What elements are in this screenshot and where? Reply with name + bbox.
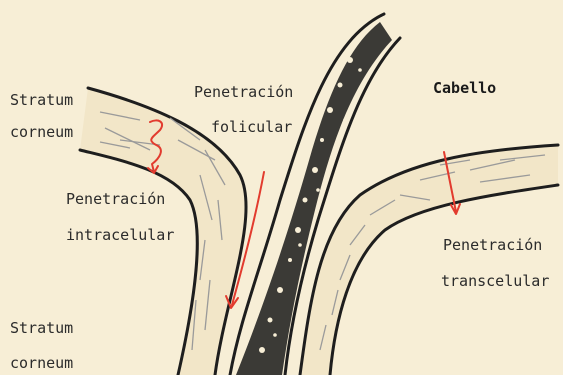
stratum-corneum-top-label-line1: Stratum [10,92,73,109]
cabello-label: Cabello [433,80,496,97]
penetracion-intracelular-label-line2: intracelular [66,227,174,244]
penetracion-intracelular-label-line1: Penetración [66,191,165,208]
penetracion-transcelular-label-line1: Penetración [443,237,542,254]
penetracion-folicular-label-line2: folicular [211,119,292,136]
stratum-corneum-top-label-line2: corneum [10,124,73,141]
penetracion-folicular-label-line1: Penetración [194,84,293,101]
penetracion-transcelular-label-line2: transcelular [441,273,549,290]
stratum-corneum-bottom-label-line2: corneum [10,355,73,372]
right-skin-fill [300,145,558,375]
stratum-corneum-bottom-label-line1: Stratum [10,320,73,337]
right-skin-layer [300,145,558,375]
